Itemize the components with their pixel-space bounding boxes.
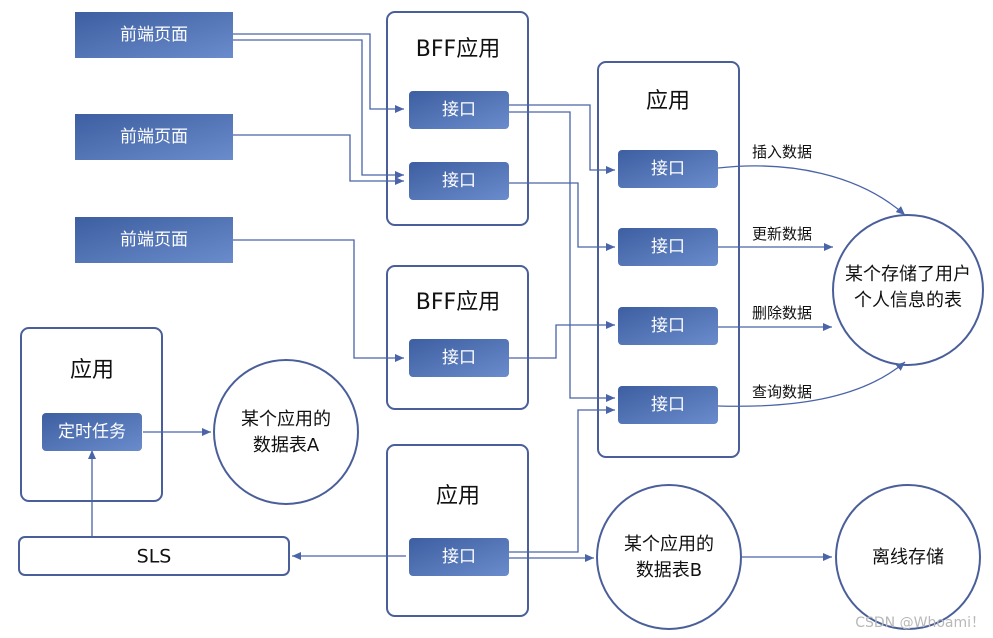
bottom-interface: 接口 [409, 538, 509, 576]
frontend-page-3-label: 前端页面 [120, 230, 188, 250]
left-app-title: 应用 [70, 358, 114, 383]
bff-app-1-title: BFF应用 [416, 37, 500, 62]
user-table-line2: 个人信息的表 [854, 290, 962, 311]
center-interface-2: 接口 [618, 228, 718, 266]
bff-1-interface-2: 接口 [409, 162, 509, 200]
center-interface-2-label: 接口 [651, 237, 685, 257]
table-a-line2: 数据表A [253, 435, 320, 456]
bff-2-interface: 接口 [409, 339, 509, 377]
bff-1-interface-1: 接口 [409, 91, 509, 129]
scheduled-task-label: 定时任务 [58, 422, 126, 442]
bff-1-interface-2-label: 接口 [442, 171, 476, 191]
table-a-line1: 某个应用的 [241, 409, 331, 430]
offline-storage-node [835, 484, 981, 630]
table-b-line1: 某个应用的 [624, 534, 714, 555]
bff-app-2-title: BFF应用 [416, 290, 500, 315]
frontend-page-2: 前端页面 [75, 114, 233, 160]
bottom-app-container [386, 444, 529, 617]
frontend-page-1: 前端页面 [75, 12, 233, 58]
center-interface-1: 接口 [618, 150, 718, 188]
watermark: CSDN @Whoami！ [855, 615, 985, 631]
connectors [88, 33, 906, 562]
center-interface-4: 接口 [618, 386, 718, 424]
op-label-query: 查询数据 [752, 383, 812, 401]
bottom-interface-label: 接口 [442, 547, 476, 567]
user-table-node [832, 214, 984, 366]
center-interface-1-label: 接口 [651, 159, 685, 179]
sls-box [18, 536, 290, 576]
table-b-node [596, 484, 742, 630]
frontend-page-2-label: 前端页面 [120, 127, 188, 147]
op-label-update: 更新数据 [752, 225, 812, 243]
frontend-page-3: 前端页面 [75, 217, 233, 263]
table-a-node [213, 359, 359, 505]
center-interface-3: 接口 [618, 307, 718, 345]
sls-label: SLS [137, 546, 172, 568]
user-table-line1: 某个存储了用户 [845, 264, 971, 285]
offline-storage-label: 离线存储 [872, 547, 944, 568]
bff-1-interface-1-label: 接口 [442, 100, 476, 120]
center-interface-4-label: 接口 [651, 395, 685, 415]
table-b-line2: 数据表B [636, 560, 702, 581]
bff-app-2-container [386, 265, 529, 410]
frontend-page-1-label: 前端页面 [120, 25, 188, 45]
center-app-title: 应用 [646, 89, 690, 114]
center-interface-3-label: 接口 [651, 316, 685, 336]
op-label-insert: 插入数据 [752, 143, 812, 161]
scheduled-task: 定时任务 [42, 413, 142, 451]
bff-2-interface-label: 接口 [442, 348, 476, 368]
op-label-delete: 删除数据 [752, 304, 812, 322]
bottom-app-title: 应用 [436, 484, 480, 509]
